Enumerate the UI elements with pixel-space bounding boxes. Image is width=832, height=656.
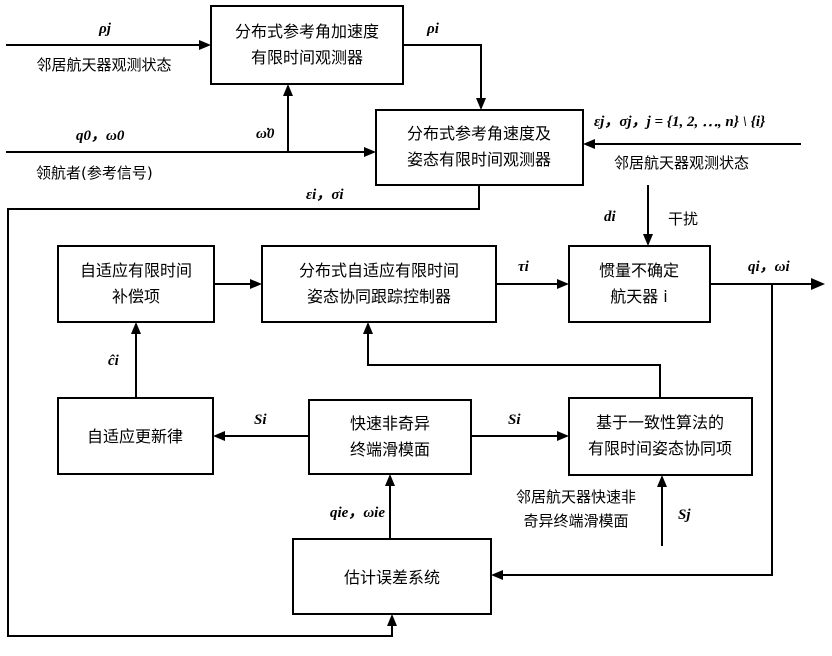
arrowhead-consensus-to-ctrl (363, 322, 373, 334)
block-sliding-surface-line1: 快速非奇异 (350, 414, 430, 433)
label-s-i-right: Si (508, 412, 521, 428)
label-q-omega-ie: qie，ωie (330, 505, 385, 521)
label-omega-dot-0: ω̇0 (256, 126, 275, 142)
block-observer-accel-line1: 分布式参考角加速度 (235, 22, 379, 41)
label-eps-sigma-i: εi，σi (306, 187, 344, 203)
block-controller-line1: 分布式自适应有限时间 (299, 261, 459, 280)
arrowhead-leader (364, 147, 376, 157)
block-spacecraft-line1: 惯量不确定 (599, 261, 679, 280)
label-neighbor-sliding-line2: 奇异终端滑模面 (523, 512, 628, 530)
label-s-i-left: Si (254, 412, 267, 428)
block-spacecraft: 惯量不确定 航天器 i (569, 246, 710, 322)
label-neighbor-states-left: 邻居航天器观测状态 (36, 56, 171, 74)
block-spacecraft-line2: 航天器 i (610, 287, 668, 306)
arrowhead-s-i-right (557, 431, 569, 441)
block-controller: 分布式自适应有限时间 姿态协同跟踪控制器 (262, 246, 496, 322)
block-update-law: 自适应更新律 (58, 398, 213, 474)
arrowhead-comp-to-ctrl (250, 279, 262, 289)
arrowhead-q-omega-ie (385, 474, 395, 486)
label-disturbance: 干扰 (668, 210, 698, 228)
label-rho-i: ρi (426, 21, 440, 37)
label-leader: 领航者(参考信号) (36, 164, 153, 182)
label-q-omega-i: qi，ωi (748, 259, 791, 275)
arrowhead-output (811, 278, 825, 290)
arrowhead-s-i-left (213, 431, 225, 441)
arrowhead-eps-sigma-i (387, 614, 397, 626)
label-neighbor-sliding-line1: 邻居航天器快速非 (516, 488, 636, 506)
block-observer-vel: 分布式参考角速度及 姿态有限时间观测器 (376, 110, 583, 185)
label-tau-i: τi (518, 259, 530, 275)
arrowhead-c-hat (131, 322, 141, 334)
arrowhead-to-observer-accel (199, 40, 211, 50)
label-c-hat-i: ĉi (108, 353, 120, 369)
label-s-j: Sj (678, 507, 691, 523)
block-sliding-surface-line2: 终端滑模面 (350, 440, 430, 459)
block-error-system: 估计误差系统 (293, 539, 491, 614)
block-observer-accel-line2: 有限时间观测器 (251, 48, 363, 67)
arrowhead-s-j (657, 475, 667, 487)
wire-rho-i (403, 45, 481, 102)
block-error-system-line1: 估计误差系统 (344, 568, 440, 587)
block-compensation-line1: 自适应有限时间 (80, 261, 192, 280)
block-consensus-term-line1: 基于一致性算法的 (596, 413, 724, 432)
block-consensus-term-line2: 有限时间姿态协同项 (588, 439, 732, 458)
label-eps-sigma-j: εj，σj，j = {1, 2, ⋯, n} \ {i} (594, 114, 766, 130)
block-compensation: 自适应有限时间 补偿项 (58, 246, 214, 322)
arrowhead-tau-i (557, 279, 569, 289)
wire-consensus-to-ctrl (368, 330, 660, 398)
label-neighbor-states-right: 邻居航天器观测状态 (614, 154, 749, 172)
block-observer-accel: 分布式参考角加速度 有限时间观测器 (211, 6, 403, 84)
arrowhead-output-feedback (491, 570, 503, 580)
arrowhead-disturbance (643, 234, 653, 246)
label-rho-j: ρj (98, 21, 112, 37)
block-observer-vel-line2: 姿态有限时间观测器 (407, 150, 551, 169)
arrowhead-rho-i (476, 98, 486, 110)
block-compensation-line2: 补偿项 (112, 287, 160, 306)
block-update-law-line1: 自适应更新律 (87, 427, 183, 446)
block-sliding-surface: 快速非奇异 终端滑模面 (309, 400, 471, 474)
arrowhead-omega-dot-0 (283, 84, 293, 96)
block-controller-line2: 姿态协同跟踪控制器 (307, 287, 451, 306)
arrowhead-neighbor-eps (583, 139, 595, 149)
label-d-i: di (604, 209, 617, 225)
block-observer-vel-line1: 分布式参考角速度及 (407, 124, 551, 143)
label-q0-omega0: q0，ω0 (76, 128, 125, 144)
block-consensus-term: 基于一致性算法的 有限时间姿态协同项 (569, 398, 752, 475)
